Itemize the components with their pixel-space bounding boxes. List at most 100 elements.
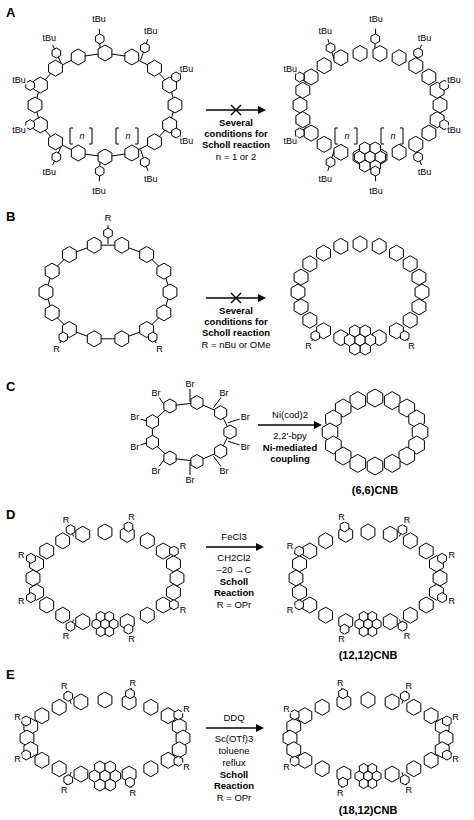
substituent-label: Br [240, 442, 251, 451]
aryl-ring [26, 80, 35, 90]
fused-ring [56, 607, 70, 623]
fused-ring [373, 46, 387, 62]
phenylene-ring [191, 455, 203, 469]
aryl-ring [22, 750, 31, 760]
panel-letter: E [6, 668, 15, 681]
substituent-label: R [13, 755, 22, 764]
substituent-bond [228, 441, 240, 445]
fused-ring [334, 238, 348, 254]
fused-ring [334, 50, 348, 66]
fused-ring [52, 699, 66, 715]
compound-name: (6,6)CNB [350, 485, 400, 496]
fused-ring [35, 752, 49, 768]
substituent-label: tBu [282, 64, 298, 73]
substituent-label: tBu [417, 168, 433, 177]
reaction-condition: Sc(OTf)3 [202, 734, 266, 745]
phenylene-ring [168, 97, 182, 113]
reaction-arrow [206, 297, 260, 298]
repeat-bracket [135, 128, 138, 144]
fused-ring [383, 614, 397, 630]
reaction-arrow [258, 424, 316, 425]
substituent-label: R [403, 516, 412, 525]
substituent-label: Br [150, 389, 161, 398]
phenylene-ring [33, 117, 47, 133]
substituent-label: Br [240, 413, 251, 422]
substituent-label: R [336, 789, 345, 798]
fused-ring [403, 533, 417, 549]
reaction-condition: R = OPr [202, 793, 266, 804]
fused-ring [289, 570, 303, 586]
fused-ring [385, 694, 399, 710]
repeat-bracket [89, 128, 92, 144]
aryl-ring [64, 775, 73, 785]
aryl-ring [400, 331, 409, 341]
substituent-label: tBu [143, 175, 159, 184]
phenylene-ring [125, 145, 139, 161]
fused-ring [350, 454, 366, 472]
phenylene-ring [191, 396, 203, 410]
aryl-ring [295, 546, 304, 556]
aryl-ring [339, 689, 348, 699]
fused-ring [433, 97, 447, 113]
substituent-label: R [282, 705, 291, 714]
substituent-label: tBu [179, 64, 195, 73]
aryl-ring [170, 600, 179, 610]
fused-ring [105, 627, 114, 637]
phenylene-ring [163, 284, 177, 300]
aryl-ring [290, 710, 299, 720]
fused-ring [385, 766, 399, 782]
substituent-label: R [127, 635, 136, 644]
fused-ring [368, 764, 377, 774]
substituent-label: R [337, 635, 346, 644]
fused-ring [156, 543, 170, 559]
arrow-head [256, 724, 264, 732]
substituent-label: tBu [317, 175, 333, 184]
substituent-bond [228, 419, 240, 423]
aryl-ring [290, 756, 299, 766]
cross-mark [231, 293, 241, 303]
fused-ring [293, 97, 307, 113]
substituent-label: R [286, 606, 295, 615]
repeat-bracket [116, 128, 119, 144]
substituent-label: R [128, 678, 137, 687]
aryl-ring [104, 228, 113, 238]
phenylene-ring [115, 237, 129, 253]
fused-ring [319, 533, 333, 549]
phenylene-ring [148, 134, 162, 150]
reaction-condition: reflux [202, 758, 266, 769]
phenylene-ring [28, 97, 42, 113]
aryl-ring [170, 546, 179, 556]
fused-ring [412, 299, 426, 315]
fused-ring [370, 142, 380, 154]
aryl-ring [95, 166, 104, 176]
phenylene-ring [33, 77, 47, 93]
phenylene-ring [71, 145, 85, 161]
phenylene-ring [115, 331, 129, 347]
phenylene-ring [87, 331, 101, 347]
fused-ring [422, 69, 436, 85]
aryl-ring [400, 775, 409, 785]
substituent-label: R [451, 755, 460, 764]
fused-ring [383, 526, 397, 542]
aryl-ring [443, 750, 452, 760]
fused-ring [172, 742, 186, 758]
repeat-bracket [335, 128, 338, 144]
fused-ring [293, 556, 307, 572]
repeat-bracket [400, 128, 403, 144]
fused-ring [384, 454, 400, 472]
repeat-index: n [125, 132, 130, 141]
phenylene-ring [148, 60, 162, 76]
fused-ring [403, 607, 417, 623]
aryl-ring [52, 48, 61, 58]
aryl-ring [371, 34, 380, 44]
substituent-label: Br [219, 389, 230, 398]
aryl-ring [26, 120, 35, 130]
substituent-label: R [17, 597, 26, 606]
reaction-condition: R = nBu or OMe [199, 340, 273, 351]
reaction-condition: toluene [202, 746, 266, 757]
fused-ring [40, 597, 54, 613]
substituent-label: R [448, 597, 457, 606]
fused-ring [319, 607, 333, 623]
fused-ring [98, 524, 112, 540]
fused-ring [298, 708, 312, 724]
